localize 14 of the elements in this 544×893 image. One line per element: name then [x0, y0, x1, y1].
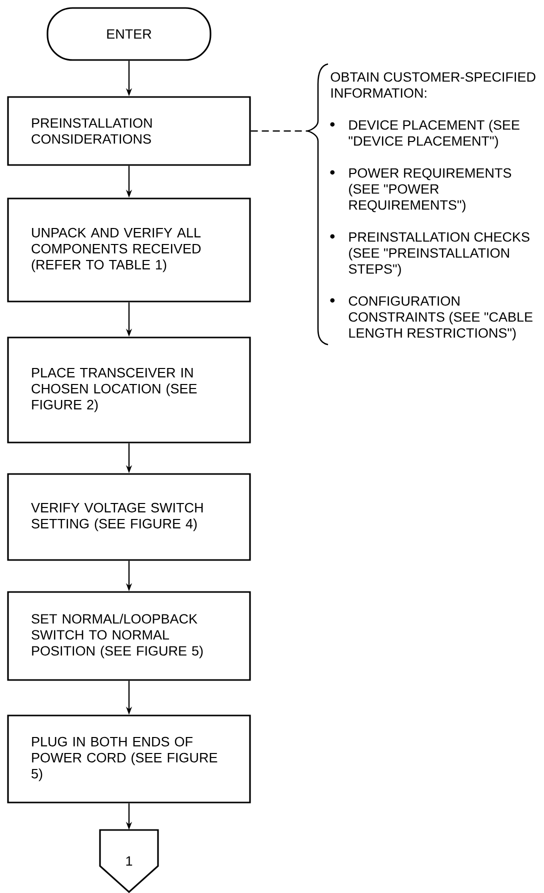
bullet-item: DEVICE PLACEMENT (SEE "DEVICE PLACEMENT") — [330, 120, 520, 148]
off-page-connector: 1 — [99, 829, 159, 893]
terminal-box: ENTER — [46, 7, 212, 61]
bullet-item: PREINSTALLATION CHECKS (SEE "PREINSTALLATION STEPS") — [330, 232, 530, 276]
process-box: PLACE TRANSCEIVER IN CHOSEN LOCATION (SEE FIGURE 2) — [7, 336, 251, 444]
bullet-item: POWER REQUIREMENTS (SEE "POWER REQUIREMENTS") — [330, 168, 512, 212]
process-box: PLUG IN BOTH ENDS OF POWER CORD (SEE FIGURE 5) — [7, 714, 251, 804]
process-box: UNPACK AND VERIFY ALL COMPONENTS RECEIVED (REFER TO TABLE 1) — [7, 198, 251, 302]
process-box: VERIFY VOLTAGE SWITCH SETTING (SEE FIGURE 4) — [7, 473, 251, 561]
process-box: SET NORMAL/LOOPBACK SWITCH TO NORMAL POSITION (SEE FIGURE 5) — [7, 591, 251, 681]
note-text — [330, 72, 536, 340]
note-heading: OBTAIN CUSTOMER-SPECIFIED INFORMATION: — [330, 72, 536, 98]
process-box: PREINSTALLATION CONSIDERATIONS — [7, 96, 251, 166]
bullet-item: CONFIGURATION CONSTRAINTS (SEE "CABLE LENGTH RESTRICTIONS") — [330, 296, 532, 340]
